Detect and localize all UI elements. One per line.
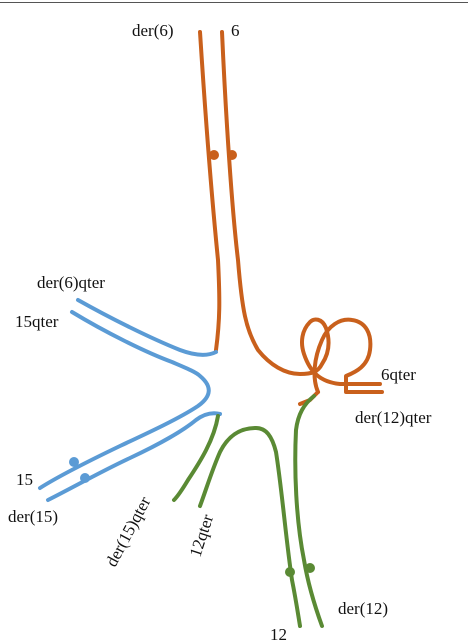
label-chr12-end: 12: [270, 625, 287, 644]
label-der6-top: der(6): [132, 21, 174, 40]
label-chr15-end: 15: [16, 470, 33, 489]
chr6-strand: [220, 30, 382, 386]
chr12-strands: [172, 394, 324, 628]
der6-qter-strand: [76, 298, 218, 357]
der15-centromere: [80, 473, 90, 483]
label-der12-end: der(12): [338, 599, 388, 618]
chr6-strands: [198, 30, 384, 406]
chr15-qter-strand: [38, 310, 211, 490]
der12-centromere: [305, 563, 315, 573]
chr6-centromere: [227, 150, 237, 160]
label-der15-end: der(15): [8, 507, 58, 526]
label-chr6-qter: 6qter: [381, 365, 416, 384]
label-chr15-qter: 15qter: [15, 312, 59, 331]
label-der6-qter: der(6)qter: [37, 273, 105, 292]
top-border-line: [0, 2, 468, 3]
chr12-centromere: [285, 567, 295, 577]
der15-strand: [46, 411, 222, 502]
label-chr12-qter: 12qter: [186, 512, 218, 559]
der15-qter-strand: [172, 414, 220, 502]
label-chr6-top: 6: [231, 21, 240, 40]
label-der15-qter: der(15)qter: [102, 493, 155, 570]
chr15-centromere: [69, 457, 79, 467]
der6-centromere: [209, 150, 219, 160]
chr12-qter-strand: [198, 426, 302, 628]
der12-strand: [293, 394, 324, 628]
der6-strand: [198, 30, 222, 352]
label-der12-qter: der(12)qter: [355, 408, 432, 427]
der6-loop-strand: [312, 317, 384, 394]
